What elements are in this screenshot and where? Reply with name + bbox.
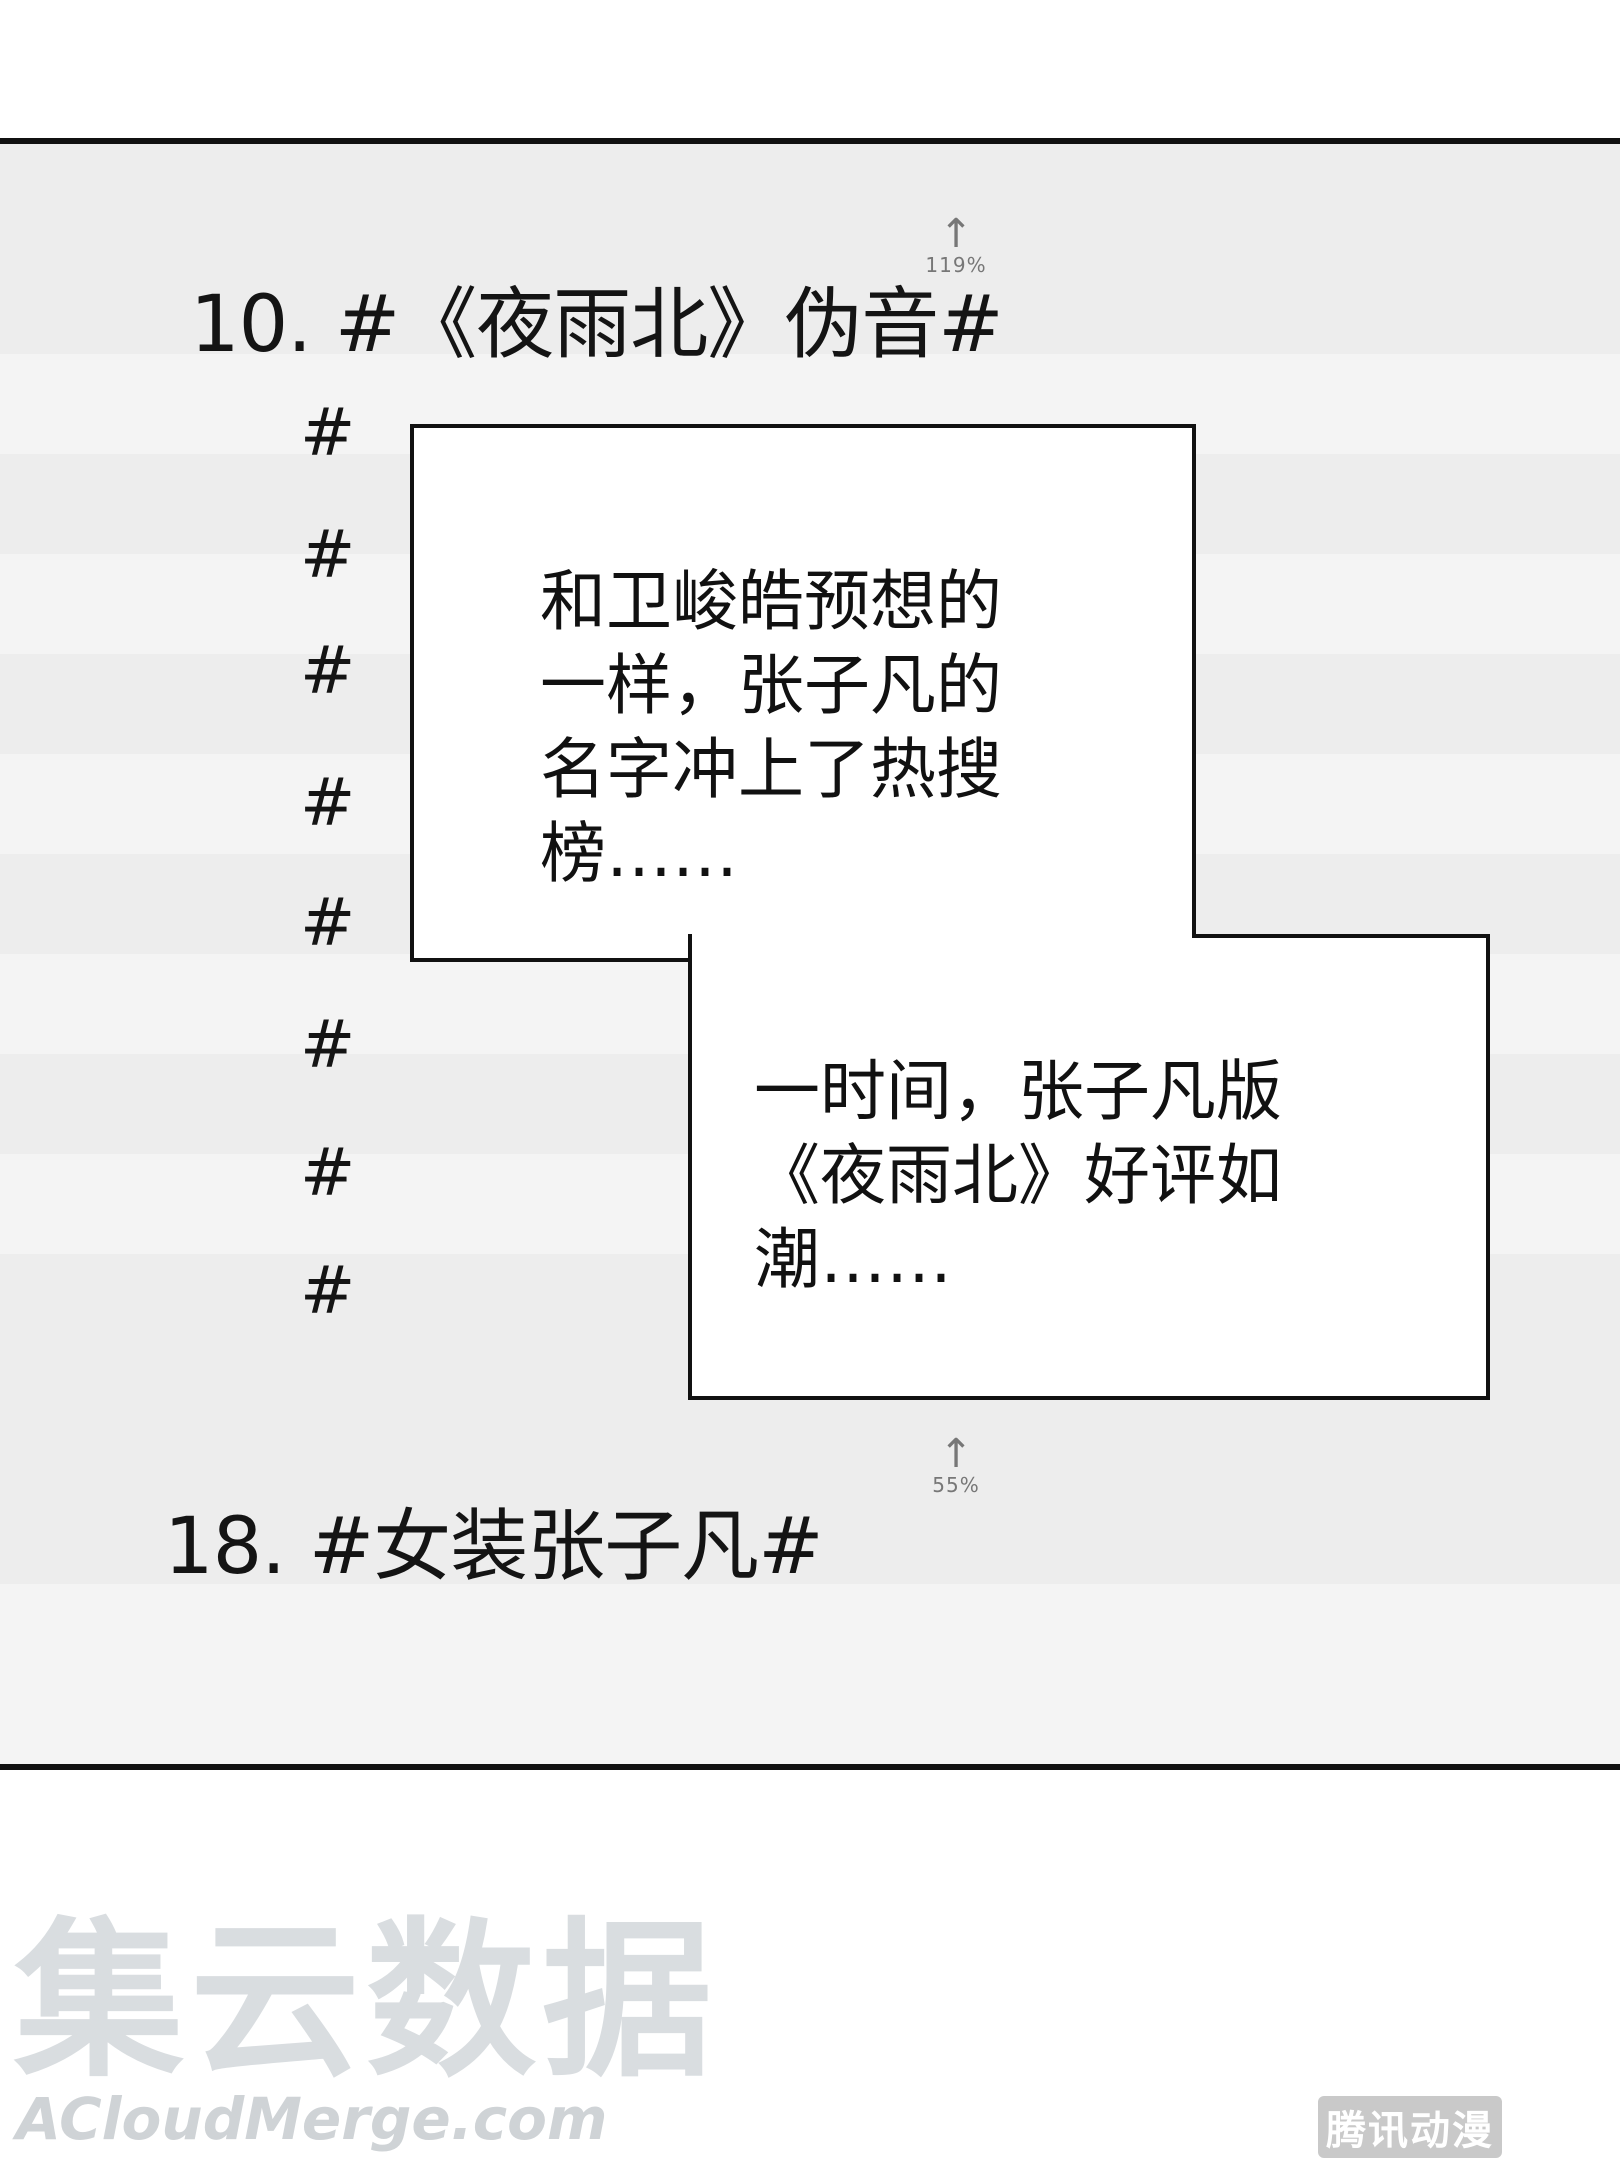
hidden-item-hash: # <box>300 764 356 841</box>
hidden-item-hash: # <box>300 394 356 471</box>
watermark-cn: 集云数据 <box>14 1903 719 2101</box>
hot-item-10-trend: ↑ 119% <box>916 214 996 276</box>
narration-2-line-1: 一时间，张子凡版 <box>754 1053 1282 1130</box>
narration-2-line-2: 《夜雨北》好评如 <box>754 1137 1282 1214</box>
trend-up-icon: ↑ <box>939 211 973 257</box>
hidden-item-hash: # <box>300 516 356 593</box>
narration-box-1 <box>410 424 1196 962</box>
trend-percent: 55% <box>932 1473 980 1497</box>
hot-item-18-trend: ↑ 55% <box>916 1434 996 1496</box>
hot-item-10-title: 10. #《夜雨北》伪音# <box>190 280 1004 370</box>
hidden-item-hash: # <box>300 1134 356 1211</box>
trend-percent: 119% <box>925 253 987 277</box>
narration-2-line-3: 潮…… <box>754 1221 952 1298</box>
hot-item-18-title: 18. #女装张子凡# <box>164 1502 824 1592</box>
watermark-corner: 腾讯动漫 <box>1318 2096 1502 2158</box>
hidden-item-hash: # <box>300 1006 356 1083</box>
narration-1-line-2: 一样，张子凡的 <box>540 647 1002 724</box>
narration-1-line-4: 榜…… <box>540 815 738 892</box>
list-row-stripe <box>0 1584 1620 1764</box>
watermark-en: ACloudMerge.com <box>16 2085 608 2153</box>
hidden-item-hash: # <box>300 632 356 709</box>
narration-box-2 <box>688 934 1490 1400</box>
trend-up-icon: ↑ <box>939 1431 973 1477</box>
hidden-item-hash: # <box>300 1252 356 1329</box>
narration-1-line-3: 名字冲上了热搜 <box>540 731 1002 808</box>
hidden-item-hash: # <box>300 884 356 961</box>
narration-1-line-1: 和卫峻皓预想的 <box>540 563 1002 640</box>
narration-box-join <box>692 930 1192 966</box>
